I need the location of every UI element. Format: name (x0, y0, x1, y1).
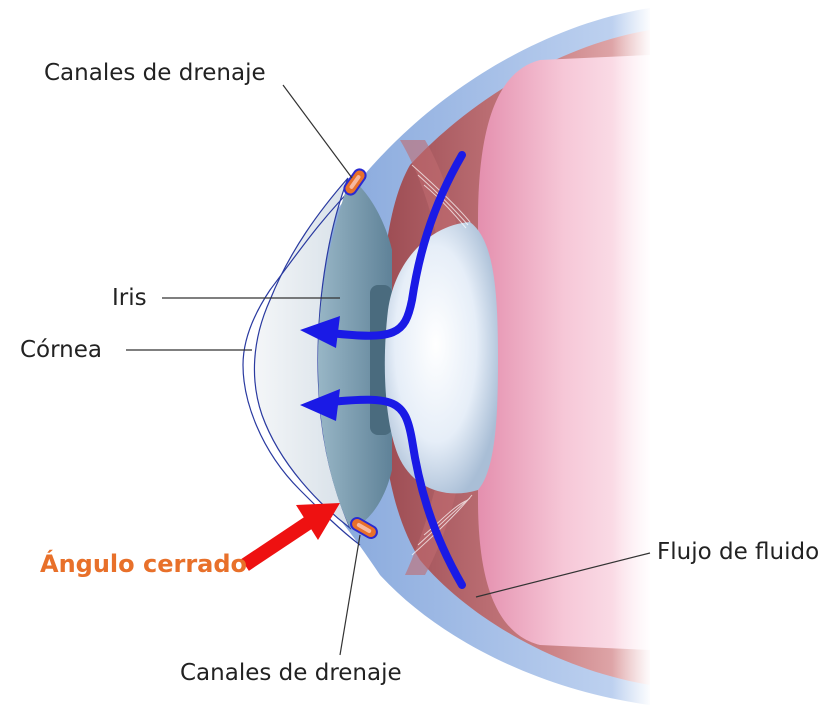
leader-drainage-bottom (340, 535, 360, 655)
closed-angle-arrow (245, 503, 340, 565)
label-closed-angle: Ángulo cerrado (40, 552, 247, 576)
label-drainage-top: Canales de drenaje (44, 62, 266, 85)
leader-drainage-top (283, 85, 352, 178)
right-blank (650, 0, 832, 709)
label-drainage-bottom: Canales de drenaje (180, 662, 402, 685)
label-cornea: Córnea (20, 339, 102, 362)
label-iris: Iris (112, 287, 147, 310)
right-fade (612, 0, 652, 709)
label-fluid-flow: Flujo de fluido (657, 541, 819, 564)
